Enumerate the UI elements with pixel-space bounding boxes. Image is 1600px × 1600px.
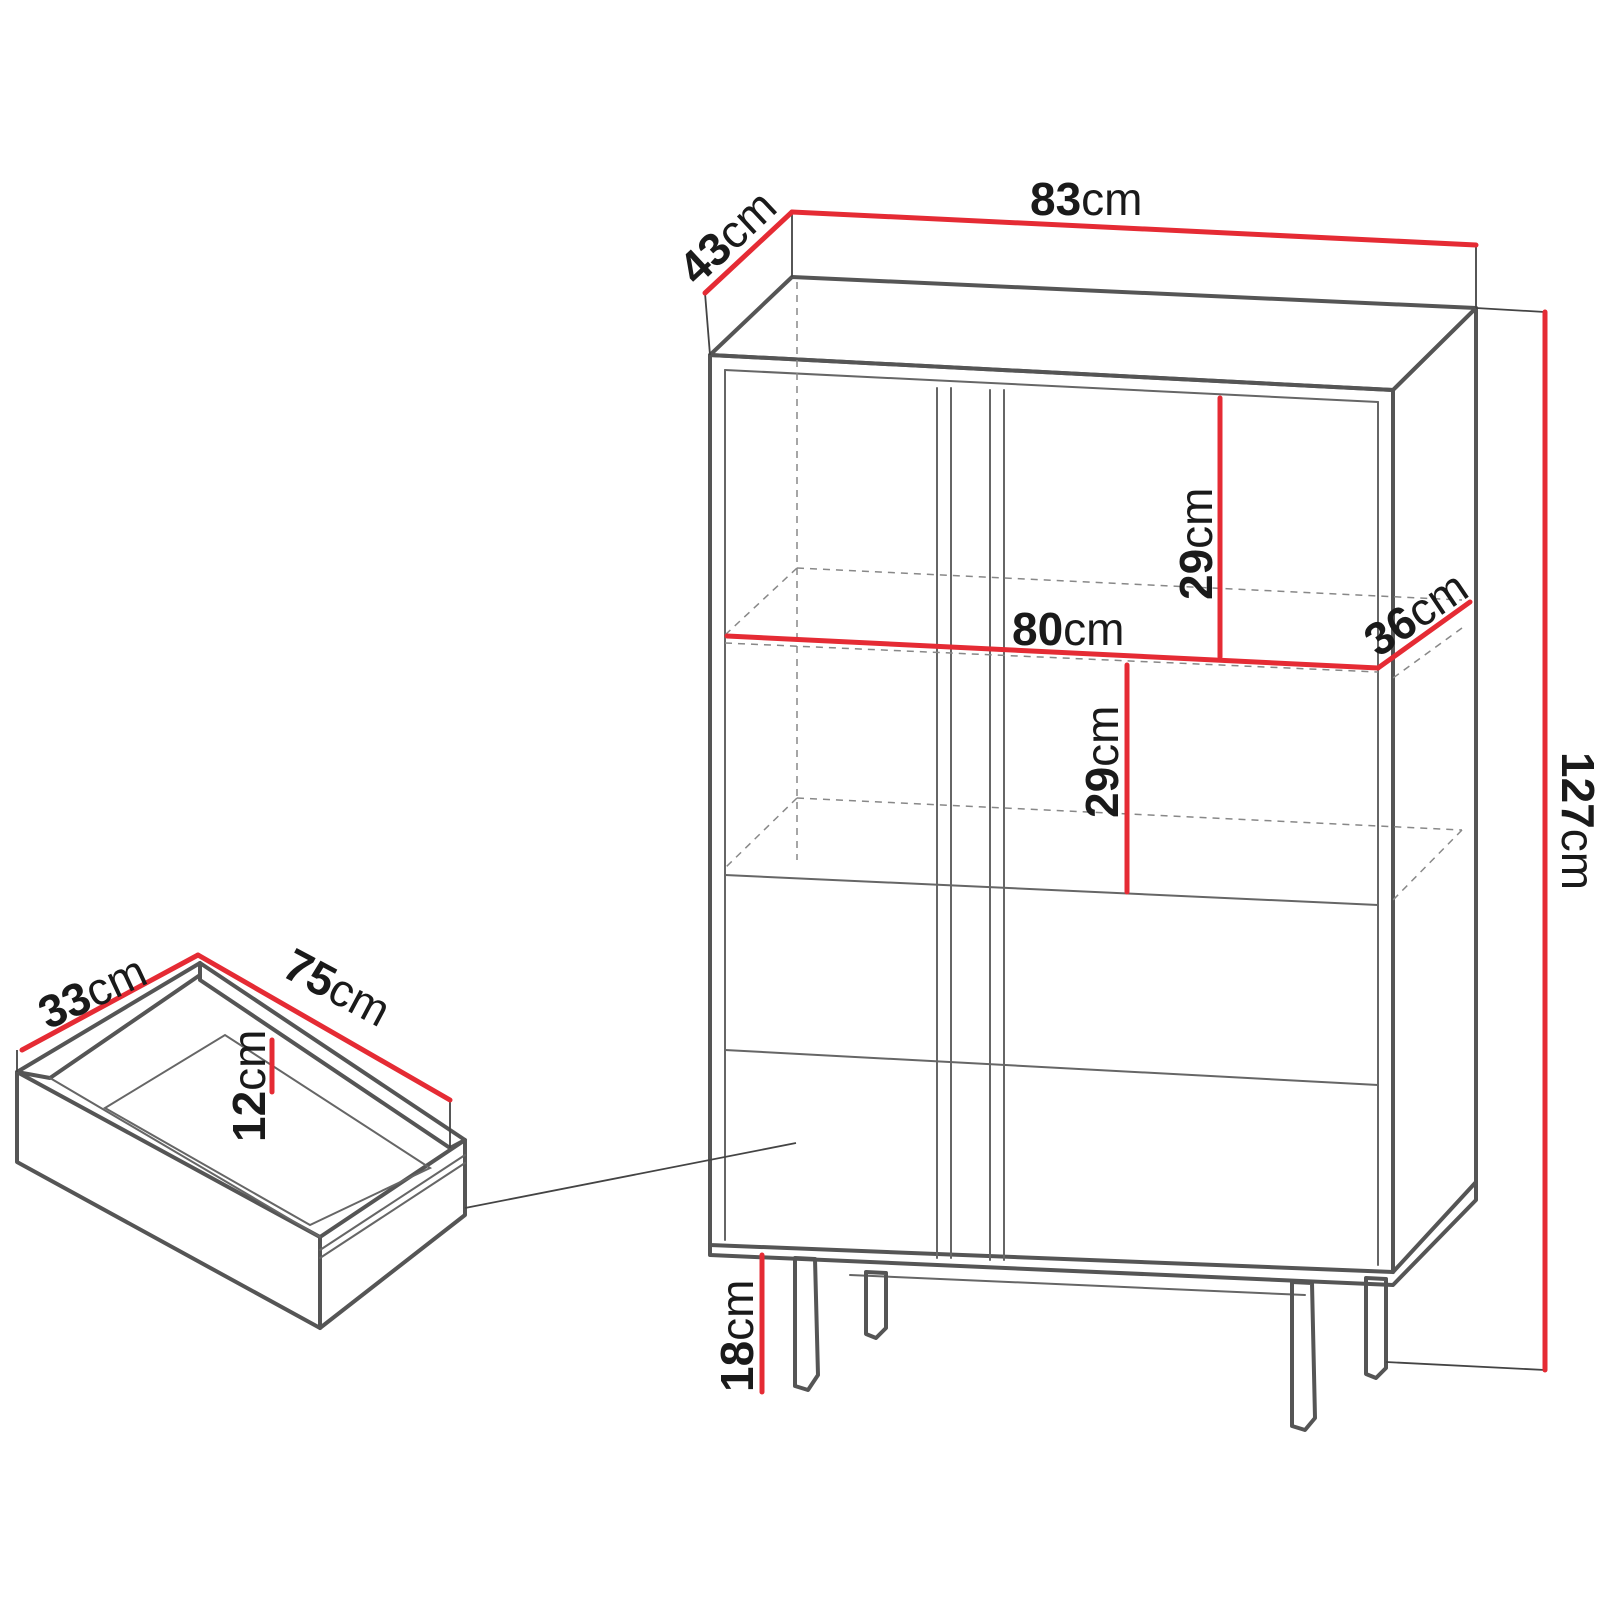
- hidden-upper-right: [1392, 627, 1463, 679]
- drawer-rim-2: [319, 1162, 466, 1259]
- dim-line-drawer-width: [195, 952, 453, 1103]
- label-drawer-height-value: 12: [223, 1091, 275, 1142]
- hidden-shelf-left: [724, 567, 798, 636]
- ext-height-top: [1475, 307, 1546, 313]
- label-height: 127cm: [1552, 752, 1600, 890]
- label-leg: 18cm: [711, 1280, 763, 1393]
- label-leg-value: 18: [711, 1341, 763, 1392]
- cabinet-front: [708, 353, 1395, 1274]
- drawer-rim-1: [319, 1154, 466, 1251]
- label-inner-width: 80cm: [1012, 603, 1125, 655]
- drawer-side: [318, 1138, 467, 1330]
- label-width-unit: cm: [1081, 173, 1142, 225]
- hidden-top-shelf: [796, 567, 1463, 601]
- label-lower-shelf-unit: cm: [1076, 706, 1128, 767]
- label-upper-shelf: 29cm: [1170, 488, 1222, 601]
- drawer-bottom: [103, 1033, 433, 1227]
- ext-height-bottom: [1385, 1361, 1546, 1371]
- dim-line-depth: [702, 209, 795, 296]
- label-inner-width-unit: cm: [1063, 603, 1124, 655]
- front-inner-top: [724, 369, 1379, 403]
- leg-back-right: [1364, 1276, 1388, 1380]
- label-width: 83cm: [1030, 173, 1143, 225]
- hidden-lower-shelf: [796, 797, 1463, 831]
- label-drawer-height-unit: cm: [223, 1030, 275, 1091]
- label-upper-shelf-unit: cm: [1170, 488, 1222, 549]
- label-leg-unit: cm: [711, 1280, 763, 1341]
- drawer-divider-line: [724, 1049, 1379, 1086]
- hidden-lower-left: [724, 797, 798, 869]
- leg-front-left: [793, 1256, 820, 1392]
- label-height-unit: cm: [1552, 829, 1600, 890]
- cabinet-side: [1391, 306, 1478, 1274]
- ext-depth-left: [704, 292, 711, 356]
- leg-back-left: [864, 1270, 888, 1340]
- leg-front-right: [1290, 1280, 1317, 1432]
- label-lower-shelf-value: 29: [1076, 767, 1128, 818]
- label-width-value: 83: [1030, 173, 1081, 225]
- label-drawer-width: 75cm: [275, 938, 399, 1037]
- hidden-front-shelf: [724, 642, 1379, 673]
- label-inner-width-value: 80: [1012, 603, 1063, 655]
- label-upper-shelf-value: 29: [1170, 549, 1222, 600]
- hidden-lower-right: [1392, 829, 1463, 901]
- dim-line-drawer-depth: [19, 952, 201, 1053]
- extension-lines: [16, 210, 1546, 1371]
- label-inner-depth: 36cm: [1355, 560, 1477, 666]
- drawer-top-line: [724, 874, 1379, 906]
- label-height-value: 127: [1552, 752, 1600, 829]
- dim-line-width: [789, 209, 1479, 248]
- dim-line-inner-width: [724, 633, 1381, 671]
- label-drawer-depth: 33cm: [30, 944, 154, 1039]
- cabinet-legs: [793, 1256, 1388, 1432]
- label-drawer-height: 12cm: [223, 1030, 275, 1143]
- base-rail-back: [849, 1274, 1306, 1296]
- drawer: [15, 961, 797, 1330]
- cabinet: [708, 275, 1478, 1296]
- label-lower-shelf: 29cm: [1076, 706, 1128, 819]
- drawer-rim-3: [49, 1077, 321, 1238]
- drawer-leader-line: [464, 1142, 797, 1209]
- base-rail: [708, 1180, 1478, 1287]
- dim-line-inner-depth: [1375, 599, 1473, 671]
- dimension-lines: [19, 209, 1548, 1395]
